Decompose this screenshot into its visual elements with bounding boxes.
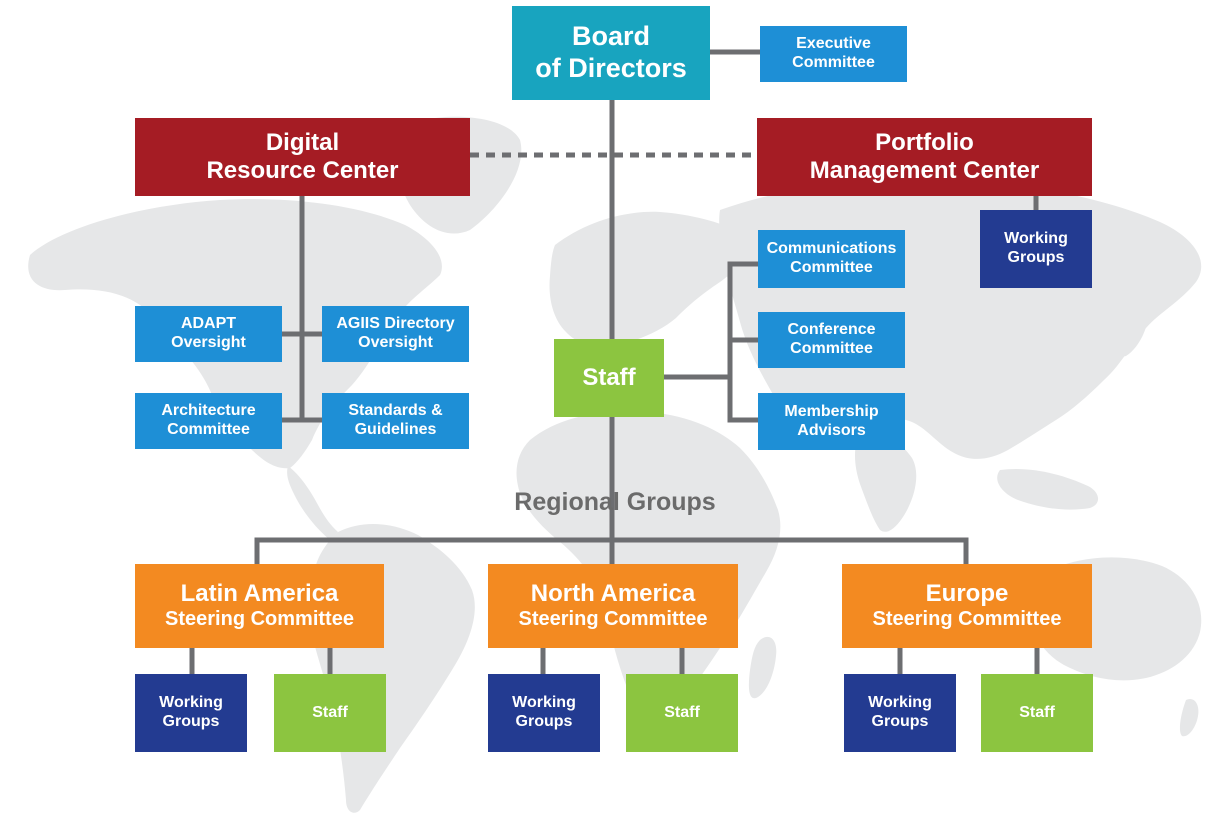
staff-box: Staff (554, 339, 664, 417)
membership-advisors-box: Membership Advisors (758, 393, 905, 450)
europe-shape (549, 211, 743, 347)
europe-steering-box: Europe Steering Committee (842, 564, 1092, 648)
north-america-working-groups-box: Working Groups (488, 674, 600, 752)
regional-groups-label: Regional Groups (514, 488, 716, 516)
madagascar-shape (748, 636, 777, 699)
southeast-asia-shape (997, 468, 1099, 510)
europe-staff-box: Staff (981, 674, 1093, 752)
latin-america-steering-box: Latin America Steering Committee (135, 564, 384, 648)
communications-committee-box: Communications Committee (758, 230, 905, 288)
digital-resource-center-box: Digital Resource Center (135, 118, 470, 196)
architecture-committee-box: Architecture Committee (135, 393, 282, 449)
europe-title: Europe (925, 580, 1009, 608)
board-of-directors-box: Board of Directors (512, 6, 710, 100)
japan-shape (1118, 298, 1149, 357)
latin-america-title: Latin America (180, 580, 339, 608)
standards-guidelines-box: Standards & Guidelines (322, 393, 469, 449)
europe-working-groups-box: Working Groups (844, 674, 956, 752)
adapt-oversight-box: ADAPT Oversight (135, 306, 282, 362)
central-america-shape (287, 466, 338, 540)
latin-america-working-groups-box: Working Groups (135, 674, 247, 752)
portfolio-management-center-box: Portfolio Management Center (757, 118, 1092, 196)
north-america-staff-box: Staff (626, 674, 738, 752)
latin-america-subtitle: Steering Committee (165, 607, 354, 630)
pmc-working-groups-box: Working Groups (980, 210, 1092, 288)
executive-committee-box: Executive Committee (760, 26, 907, 82)
india-shape (855, 426, 917, 532)
europe-subtitle: Steering Committee (872, 607, 1062, 630)
north-america-steering-box: North America Steering Committee (488, 564, 738, 648)
conference-committee-box: Conference Committee (758, 312, 905, 368)
north-america-subtitle: Steering Committee (518, 607, 708, 630)
agiis-directory-oversight-box: AGIIS Directory Oversight (322, 306, 469, 362)
new-zealand-shape (1179, 698, 1199, 737)
north-america-title: North America (530, 580, 696, 608)
latin-america-staff-box: Staff (274, 674, 386, 752)
